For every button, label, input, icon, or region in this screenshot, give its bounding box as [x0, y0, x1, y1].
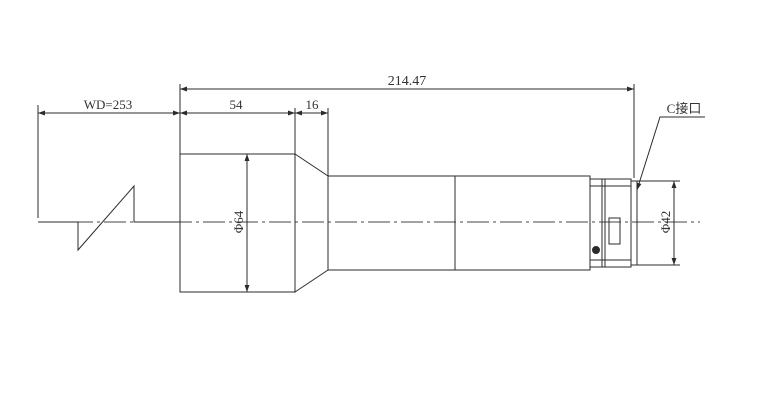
overall-length-label: 214.47 — [388, 74, 427, 89]
c-mount-thread — [630, 180, 638, 266]
c-mount-leader-line — [636, 116, 705, 191]
working-distance-label: WD=253 — [84, 97, 133, 112]
front-section-length-label: 54 — [230, 97, 244, 112]
mount-slot — [608, 217, 621, 245]
front-diameter-label: Φ64 — [231, 210, 246, 233]
taper-section — [294, 153, 329, 293]
main-tube — [327, 175, 591, 271]
rear-mount-body — [601, 178, 632, 268]
rear-diameter-label: Φ42 — [658, 211, 673, 234]
mount-screw — [592, 246, 600, 254]
working-distance-break-line — [38, 184, 180, 252]
taper-length-label: 16 — [306, 97, 320, 112]
c-mount-label: C接口 — [667, 101, 702, 116]
